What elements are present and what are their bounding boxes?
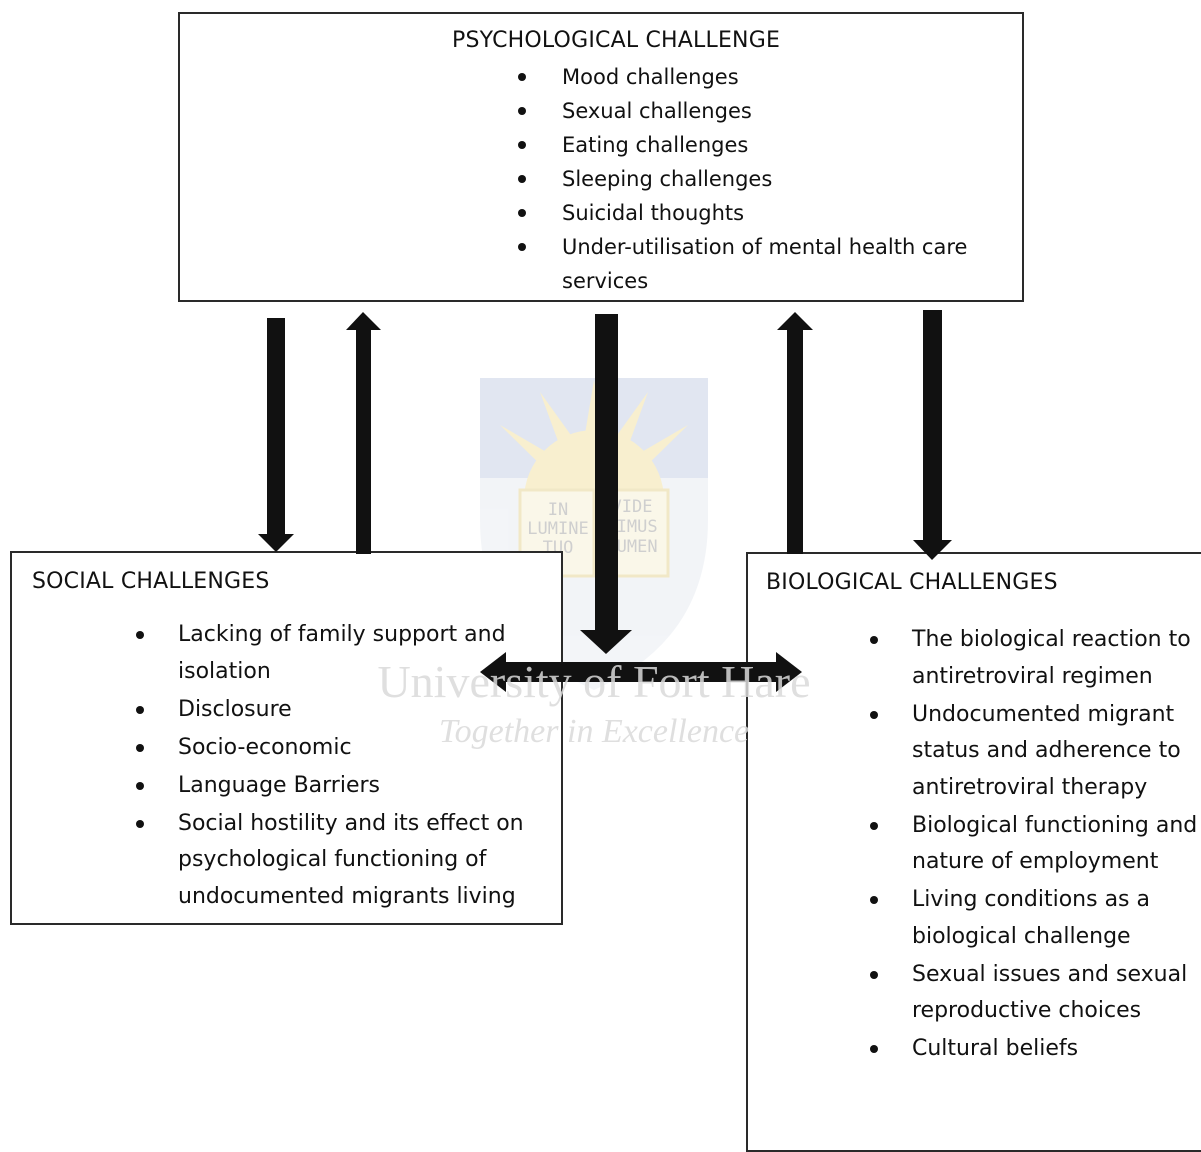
list-item: Suicidal thoughts — [180, 196, 1020, 230]
arrow-bio-to-psych — [777, 312, 813, 554]
list-item: Social hostility and its effect on psych… — [12, 806, 557, 916]
double-arrow-social-bio — [480, 652, 802, 692]
list-item: Sexual issues and sexual reproductive ch… — [748, 957, 1201, 1030]
arrow-psych-to-center — [580, 314, 632, 654]
list-item: The biological reaction to antiretrovira… — [748, 622, 1201, 695]
arrow-social-to-psych — [346, 312, 381, 554]
list-item: Undocumented migrant status and adherenc… — [748, 697, 1201, 807]
list-item: Disclosure — [12, 692, 557, 729]
bullet-icon — [518, 243, 526, 251]
bullet-icon — [870, 896, 878, 904]
bullet-icon — [136, 631, 144, 639]
list-item: Under-utilisation of mental health care … — [180, 230, 1020, 298]
bullet-icon — [136, 705, 144, 714]
bullet-icon — [870, 1045, 878, 1053]
psychological-challenge-box: PSYCHOLOGICAL CHALLENGE Mood challenges … — [178, 12, 1024, 302]
bullet-icon — [518, 73, 526, 81]
list-item: Cultural beliefs — [748, 1031, 1201, 1068]
arrow-psych-to-bio — [913, 310, 952, 560]
list-item: Sexual challenges — [180, 94, 1020, 128]
bullet-icon — [518, 107, 526, 115]
list-item: Sleeping challenges — [180, 162, 1020, 196]
list-item: Biological functioning and nature of emp… — [748, 808, 1201, 881]
bullet-icon — [518, 175, 526, 183]
social-challenges-list: Lacking of family support and isolation … — [12, 617, 557, 917]
bullet-icon — [518, 209, 526, 217]
psychological-challenge-list: Mood challenges Sexual challenges Eating… — [180, 60, 1020, 298]
arrow-psych-to-social — [258, 318, 294, 552]
list-item: Lacking of family support and isolation — [12, 617, 557, 690]
biological-challenges-box: BIOLOGICAL CHALLENGES The biological rea… — [746, 552, 1201, 1152]
bullet-icon — [870, 636, 878, 644]
list-item: Language Barriers — [12, 768, 557, 805]
psychological-challenge-title: PSYCHOLOGICAL CHALLENGE — [452, 28, 781, 53]
biological-challenges-title: BIOLOGICAL CHALLENGES — [766, 570, 1058, 595]
bullet-icon — [870, 970, 878, 979]
social-challenges-title: SOCIAL CHALLENGES — [32, 569, 270, 594]
biological-challenges-list: The biological reaction to antiretrovira… — [748, 622, 1201, 1069]
list-item: Mood challenges — [180, 60, 1020, 94]
social-challenges-box: SOCIAL CHALLENGES Lacking of family supp… — [10, 551, 563, 925]
list-item: Living conditions as a biological challe… — [748, 882, 1201, 955]
bullet-icon — [518, 141, 526, 149]
bullet-icon — [136, 819, 144, 828]
bullet-icon — [870, 710, 878, 719]
list-item: Eating challenges — [180, 128, 1020, 162]
bullet-icon — [870, 821, 878, 830]
bullet-icon — [136, 781, 144, 790]
list-item: Socio-economic — [12, 730, 557, 767]
bullet-icon — [136, 743, 144, 752]
